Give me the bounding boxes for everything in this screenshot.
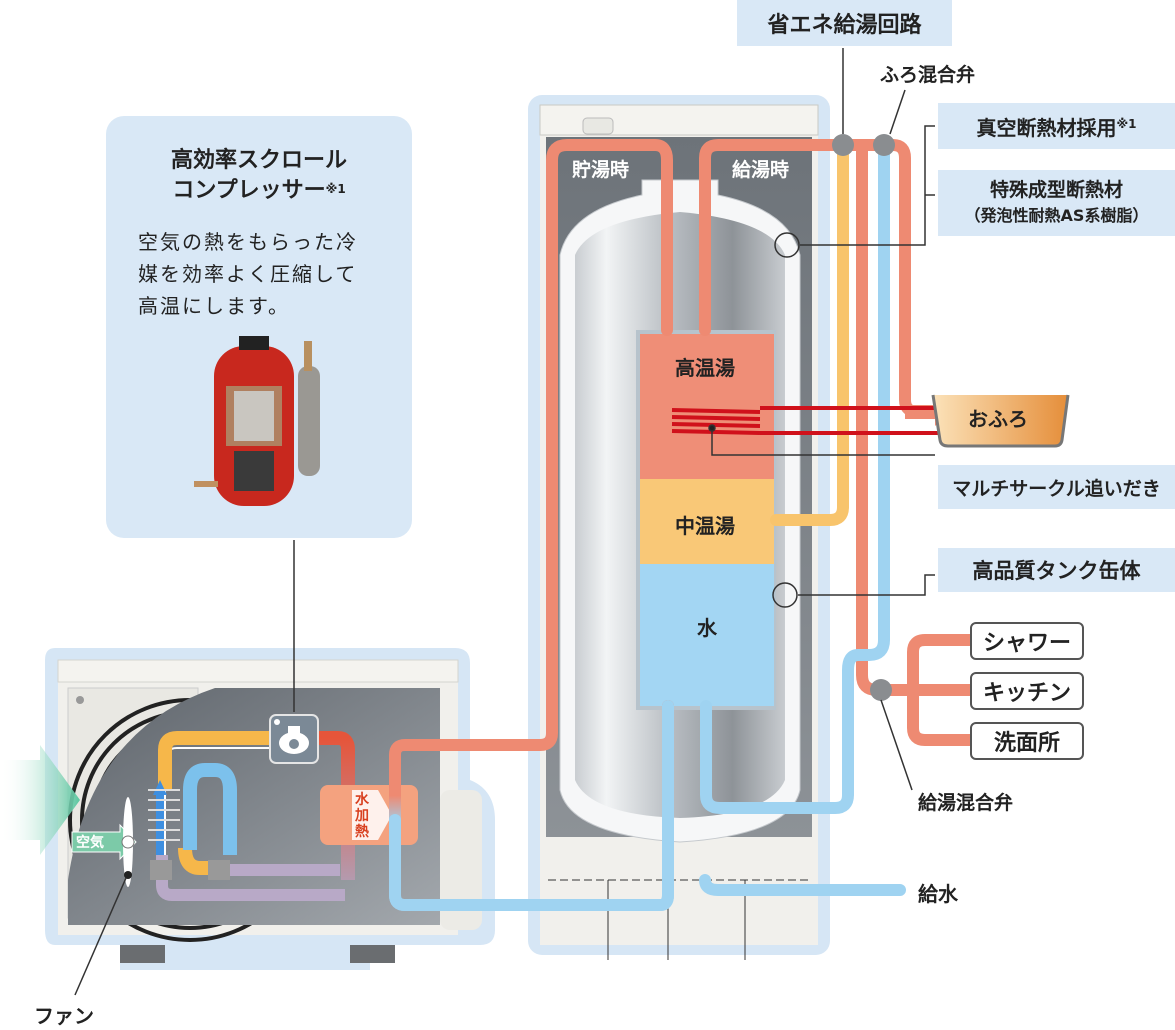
label-fan: ファン (34, 1004, 94, 1028)
callout-energy-saving-circuit: 省エネ給湯回路 (737, 0, 952, 46)
compressor-photo (194, 336, 320, 506)
callout-tank-body: 高品質タンク缶体 (938, 548, 1175, 592)
fan-icon (121, 797, 135, 887)
outlet-washroom: 洗面所 (970, 722, 1084, 760)
label-layer-high: 高温湯 (675, 356, 735, 380)
compressor-info-box: 高効率スクロール コンプレッサー※1 空気の熱をもらった冷 媒を効率よく圧縮して… (106, 116, 412, 538)
air-inflow-arrow (0, 745, 80, 855)
heat-pump-unit (45, 648, 495, 970)
label-supply-mixing-valve: 給湯混合弁 (918, 792, 1014, 814)
refrigerant-circuit (148, 731, 355, 901)
label-bath: おふろ (968, 407, 1028, 431)
layer-water (640, 564, 774, 706)
leader-lines (74, 48, 935, 996)
callout-multi-circle-reheat: マルチサークル追いだき (938, 465, 1175, 509)
label-layer-mid: 中温湯 (675, 514, 735, 538)
tank-layers (636, 330, 776, 710)
compressor-icon (269, 714, 319, 764)
callout-vacuum-insulation: 真空断熱材採用※1 (938, 103, 1175, 149)
label-supplying: 給湯時 (732, 159, 790, 181)
energy-saving-valve (832, 134, 854, 156)
water-pipes (389, 139, 976, 911)
label-water-heating: 水 加 熱 (355, 792, 369, 840)
label-water-supply: 給水 (918, 882, 958, 906)
layer-mid-temp (640, 479, 774, 564)
label-storing: 貯湯時 (572, 159, 630, 181)
outlet-kitchen: キッチン (970, 672, 1084, 710)
label-air: 空気 (76, 835, 104, 851)
outlet-shower: シャワー (970, 622, 1084, 660)
bathtub (931, 394, 1070, 448)
reheat-coil (671, 406, 945, 435)
label-layer-water: 水 (697, 616, 717, 640)
compressor-title: 高効率スクロール コンプレッサー※1 (170, 148, 347, 203)
bath-mixing-valve (873, 134, 895, 156)
supply-mixing-valve (870, 679, 892, 701)
label-bath-mixing-valve: ふろ混合弁 (880, 64, 976, 86)
compressor-description: 空気の熱をもらった冷 媒を効率よく圧縮して 高温にします。 (138, 230, 358, 318)
callout-special-insulation: 特殊成型断熱材 （発泡性耐熱AS系樹脂） (938, 170, 1175, 236)
